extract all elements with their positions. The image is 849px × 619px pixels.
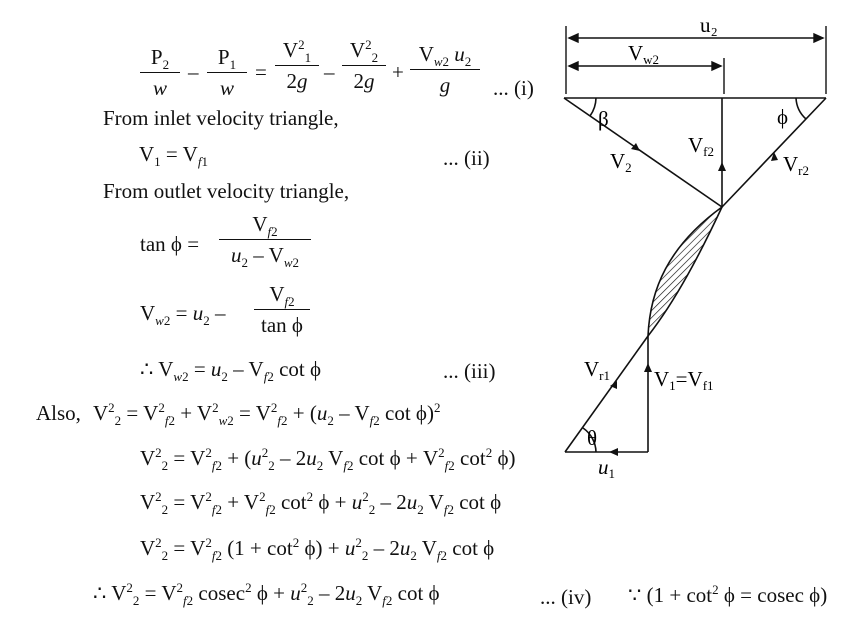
eq-v2sq-expand-1: V22 = V2f2 + V2w2 = V2f2 + (u2 – Vf2 cot…	[93, 400, 441, 429]
label-u1: u1	[598, 455, 615, 481]
label-u2: u₂	[700, 13, 718, 37]
label-beta: β	[598, 107, 609, 131]
eq-v2sq-expand-2: V22 = V2f2 + (u22 – 2u2 Vf2 cot ϕ + V2f2…	[140, 445, 516, 474]
label-vw2: Vw2	[628, 41, 659, 67]
eq-number-iii: ... (iii)	[443, 359, 496, 383]
label-phi: ϕ	[777, 105, 788, 129]
eq-v1-vf1: V1 = Vf1	[139, 142, 208, 170]
label-vr1: Vr1	[584, 357, 610, 383]
eq-tan-phi-lhs: tan ϕ =	[140, 232, 200, 256]
inlet-velocity-triangle	[564, 335, 649, 453]
dimension-vw2	[567, 58, 725, 94]
label-also: Also,	[36, 401, 81, 425]
eq-number-iv: ... (iv)	[540, 585, 592, 609]
label-theta: θ	[587, 426, 597, 450]
eq-v2sq-expand-4: V22 = V2f2 (1 + cot2 ϕ) + u22 – 2u2 Vf2 …	[140, 535, 495, 564]
label-v1-vf1: V1=Vf1	[654, 367, 714, 393]
minus-sign: –	[324, 60, 335, 84]
eq-v2sq-expand-3: V22 = V2f2 + V2f2 cot2 ϕ + u22 – 2u2 Vf2…	[140, 489, 502, 518]
v1-arrowhead	[644, 363, 652, 372]
vr2-arrowhead	[771, 152, 778, 161]
plus-sign: +	[392, 60, 404, 84]
eq-number-i: ... (i)	[493, 76, 534, 100]
vf2-arrowhead	[718, 162, 726, 171]
label-vf2: Vf2	[688, 133, 714, 159]
label-outlet-triangle: From outlet velocity triangle,	[103, 179, 350, 203]
eq-vw2-lhs: Vw2 = u2 –	[140, 301, 226, 329]
blade-hatched	[647, 204, 725, 339]
equals-sign: =	[255, 60, 267, 84]
v2-arrowhead	[631, 143, 640, 151]
eq-v2sq-final: ∴ V22 = V2f2 cosec2 ϕ + u22 – 2u2 Vf2 co…	[93, 580, 440, 609]
minus-sign: –	[188, 60, 199, 84]
eq-number-ii: ... (ii)	[443, 146, 490, 170]
dimension-u2	[565, 26, 827, 94]
u1-arrowhead	[609, 448, 618, 456]
label-inlet-triangle: From inlet velocity triangle,	[103, 106, 339, 130]
eq-vw2-cot: ∴ Vw2 = u2 – Vf2 cot ϕ	[140, 357, 322, 385]
label-vr2: Vr2	[783, 152, 809, 178]
eq-identity-note: ∵ (1 + cot2 ϕ = cosec ϕ)	[628, 582, 828, 607]
label-v2: V2	[610, 149, 632, 175]
vr1-arrowhead	[610, 381, 617, 389]
